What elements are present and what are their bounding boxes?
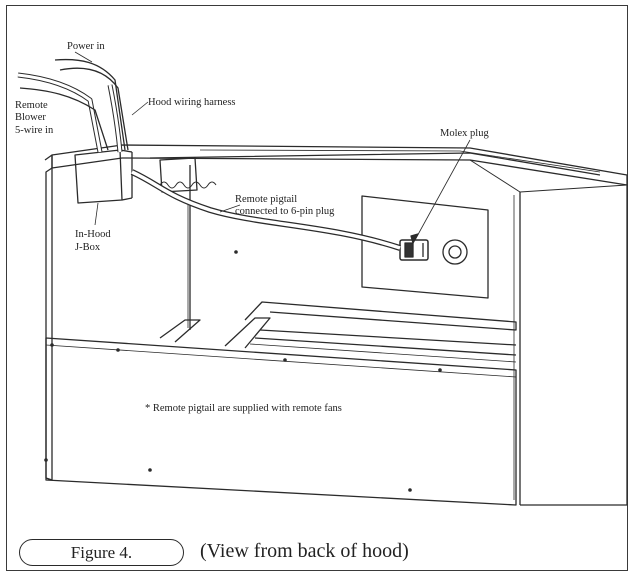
in-hood-j-box <box>74 149 123 204</box>
label-note: * Remote pigtail are supplied with remot… <box>145 403 342 414</box>
screw-dots <box>44 250 442 492</box>
mounting-screw-hole <box>442 239 468 265</box>
label-remote-blower-2: Blower <box>15 112 46 123</box>
hood-top-inner <box>149 152 601 176</box>
harness-box <box>159 157 198 193</box>
label-remote-blower-3: 5-wire in <box>15 125 54 136</box>
mounting-plate <box>361 195 489 299</box>
hood-left-side <box>44 154 53 481</box>
label-remote-blower-1: Remote <box>15 100 48 111</box>
pigtail-coil <box>159 181 217 189</box>
label-hood-wiring-harness: Hood wiring harness <box>148 97 236 108</box>
leader-lines <box>74 51 471 241</box>
figure-label: Figure 4. <box>19 539 184 566</box>
label-remote-pigtail-2: connected to 6-pin plug <box>235 206 335 217</box>
power-in-wires <box>54 58 126 151</box>
label-remote-pigtail-1: Remote pigtail <box>235 194 297 205</box>
filter-rails <box>159 319 201 343</box>
label-in-hood-1: In-Hood <box>75 229 111 240</box>
figure-caption: (View from back of hood) <box>200 540 409 562</box>
label-power-in: Power in <box>67 41 105 52</box>
molex-plug <box>399 239 429 261</box>
hood-front-panel <box>45 337 517 506</box>
label-molex-plug: Molex plug <box>440 128 489 139</box>
label-in-hood-2: J-Box <box>75 242 101 253</box>
